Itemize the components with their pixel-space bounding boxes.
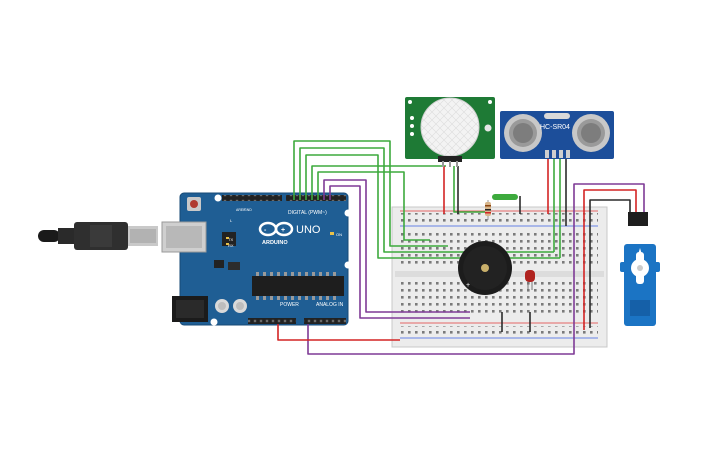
power-label: POWER [280, 302, 299, 308]
wire-green-3 [305, 154, 560, 259]
wire-green-2 [299, 147, 554, 253]
svg-text:+: + [466, 282, 470, 289]
gnd-label: GND [244, 208, 252, 212]
ultrasonic-label: HC-SR04 [540, 124, 570, 131]
l-label: L [230, 218, 233, 223]
wire-green-4 [311, 165, 446, 200]
wires [277, 140, 645, 355]
wire-purple-1 [323, 179, 470, 313]
wire-green-5 [317, 171, 430, 241]
on-label: ON [336, 232, 342, 237]
svg-text:-: - [264, 227, 267, 234]
atmega-chip [252, 276, 344, 296]
svg-text:+: + [281, 227, 285, 234]
servo-motor [620, 212, 660, 326]
aref-label: AREF [236, 208, 245, 212]
wire-red-power [277, 324, 400, 341]
wire-green-1 [293, 140, 448, 247]
resistor [485, 200, 491, 220]
green-jumper-top [492, 194, 518, 200]
wire-green-6 [453, 166, 490, 213]
wire-purple-servo [307, 183, 645, 355]
wire-black-servo [589, 199, 631, 328]
rx-label: RX [228, 243, 234, 248]
pir-sensor [405, 97, 495, 167]
arduino-uno-board: - + UNO ARDUINO DIGITAL (PWM~) POWER ANA… [161, 192, 352, 326]
board-brand: ARDUINO [262, 240, 288, 246]
tx-label: TX [228, 237, 233, 242]
digital-label: DIGITAL (PWM~) [288, 210, 327, 216]
power-header [248, 318, 296, 324]
ultrasonic-sensor: HC-SR04 [500, 111, 614, 159]
red-led [525, 270, 535, 290]
analog-label: ANALOG IN [316, 302, 344, 308]
digital-header [222, 195, 282, 201]
board-model: UNO [296, 224, 321, 236]
pir-dome [420, 97, 480, 157]
arduino-logo: - + [258, 221, 294, 237]
wire-red-servo [583, 189, 637, 330]
analog-header [304, 318, 346, 324]
piezo-buzzer: + [458, 241, 512, 295]
usb-cable [38, 222, 158, 250]
wire-purple-2 [329, 185, 470, 319]
